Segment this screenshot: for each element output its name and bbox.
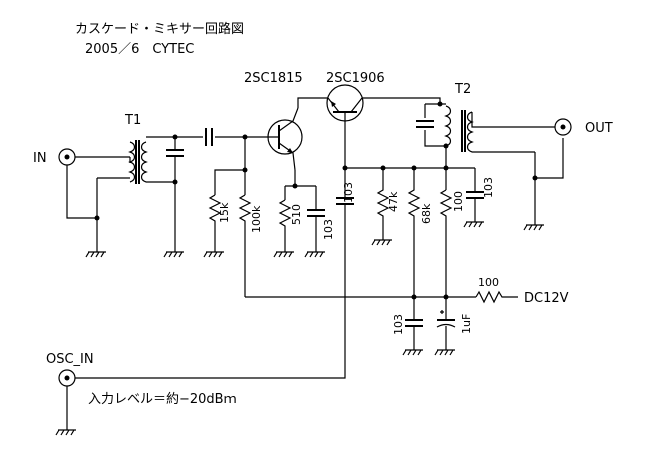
t1-tuning-capacitor	[166, 145, 184, 168]
ground-symbol	[85, 251, 106, 258]
out-connector	[554, 118, 572, 136]
t2-tuning-capacitor	[416, 120, 434, 128]
resistor-15k	[208, 194, 222, 252]
capacitor-103-collector-value: 103	[482, 177, 495, 198]
capacitor-103-base-value: 103	[342, 182, 355, 203]
electrolytic-capacitor-1uf	[434, 297, 456, 356]
transformer-t1	[128, 140, 148, 184]
in-port-label: IN	[33, 151, 47, 166]
ground-symbol	[163, 251, 184, 258]
t1-label: T1	[124, 113, 141, 128]
diagram-title: カスケード・ミキサー回路図	[75, 21, 244, 37]
resistor-47k	[376, 168, 390, 240]
ground-symbol	[203, 251, 224, 258]
resistor-68k-value: 68k	[420, 203, 433, 224]
dc12v-label: DC12V	[524, 291, 569, 306]
capacitor-103-supply-value: 103	[392, 314, 405, 335]
coupling-capacitor	[205, 128, 213, 146]
resistor-68k	[407, 168, 421, 297]
in-connector	[58, 148, 76, 166]
transistor-q2	[326, 84, 364, 168]
capacitor-1uf-value: 1uF	[460, 314, 473, 334]
resistor-510	[278, 199, 292, 252]
osc-in-label: OSC_IN	[46, 352, 94, 367]
resistor-100-supply	[439, 189, 453, 297]
resistor-15k-value: 15k	[218, 202, 231, 223]
transistor-q1	[267, 107, 303, 171]
t2-label: T2	[454, 82, 471, 97]
resistor-100-dc-value: 100	[478, 276, 499, 289]
resistor-47k-value: 47k	[387, 191, 400, 212]
ground-symbol	[55, 429, 76, 436]
supply-bypass-capacitor-103	[402, 297, 423, 356]
ground-symbol	[304, 251, 325, 258]
ground-symbol	[371, 239, 392, 246]
ground-symbol	[523, 224, 544, 231]
base-bypass-capacitor	[75, 197, 354, 379]
osc-in-connector	[58, 369, 76, 387]
resistor-510-value: 510	[290, 204, 303, 225]
decoupling-capacitor-103	[463, 168, 484, 228]
emitter-bypass-capacitor	[307, 209, 325, 252]
resistor-100k	[238, 194, 252, 297]
ground-symbol	[273, 251, 294, 258]
capacitor-103-emitter-value: 103	[322, 219, 335, 240]
resistor-100-dc-feed	[475, 290, 518, 304]
resistor-100k-value: 100k	[250, 205, 263, 233]
transformer-t2	[444, 105, 474, 153]
resistor-100-value: 100	[452, 191, 465, 212]
diagram-subtitle: 2005／6 CYTEC	[85, 42, 194, 57]
q1-part-label: 2SC1815	[244, 71, 303, 86]
out-port-label: OUT	[585, 121, 613, 136]
input-level-note: 入力レベル＝約−20dBｍ	[88, 392, 237, 407]
q2-part-label: 2SC1906	[326, 71, 385, 86]
